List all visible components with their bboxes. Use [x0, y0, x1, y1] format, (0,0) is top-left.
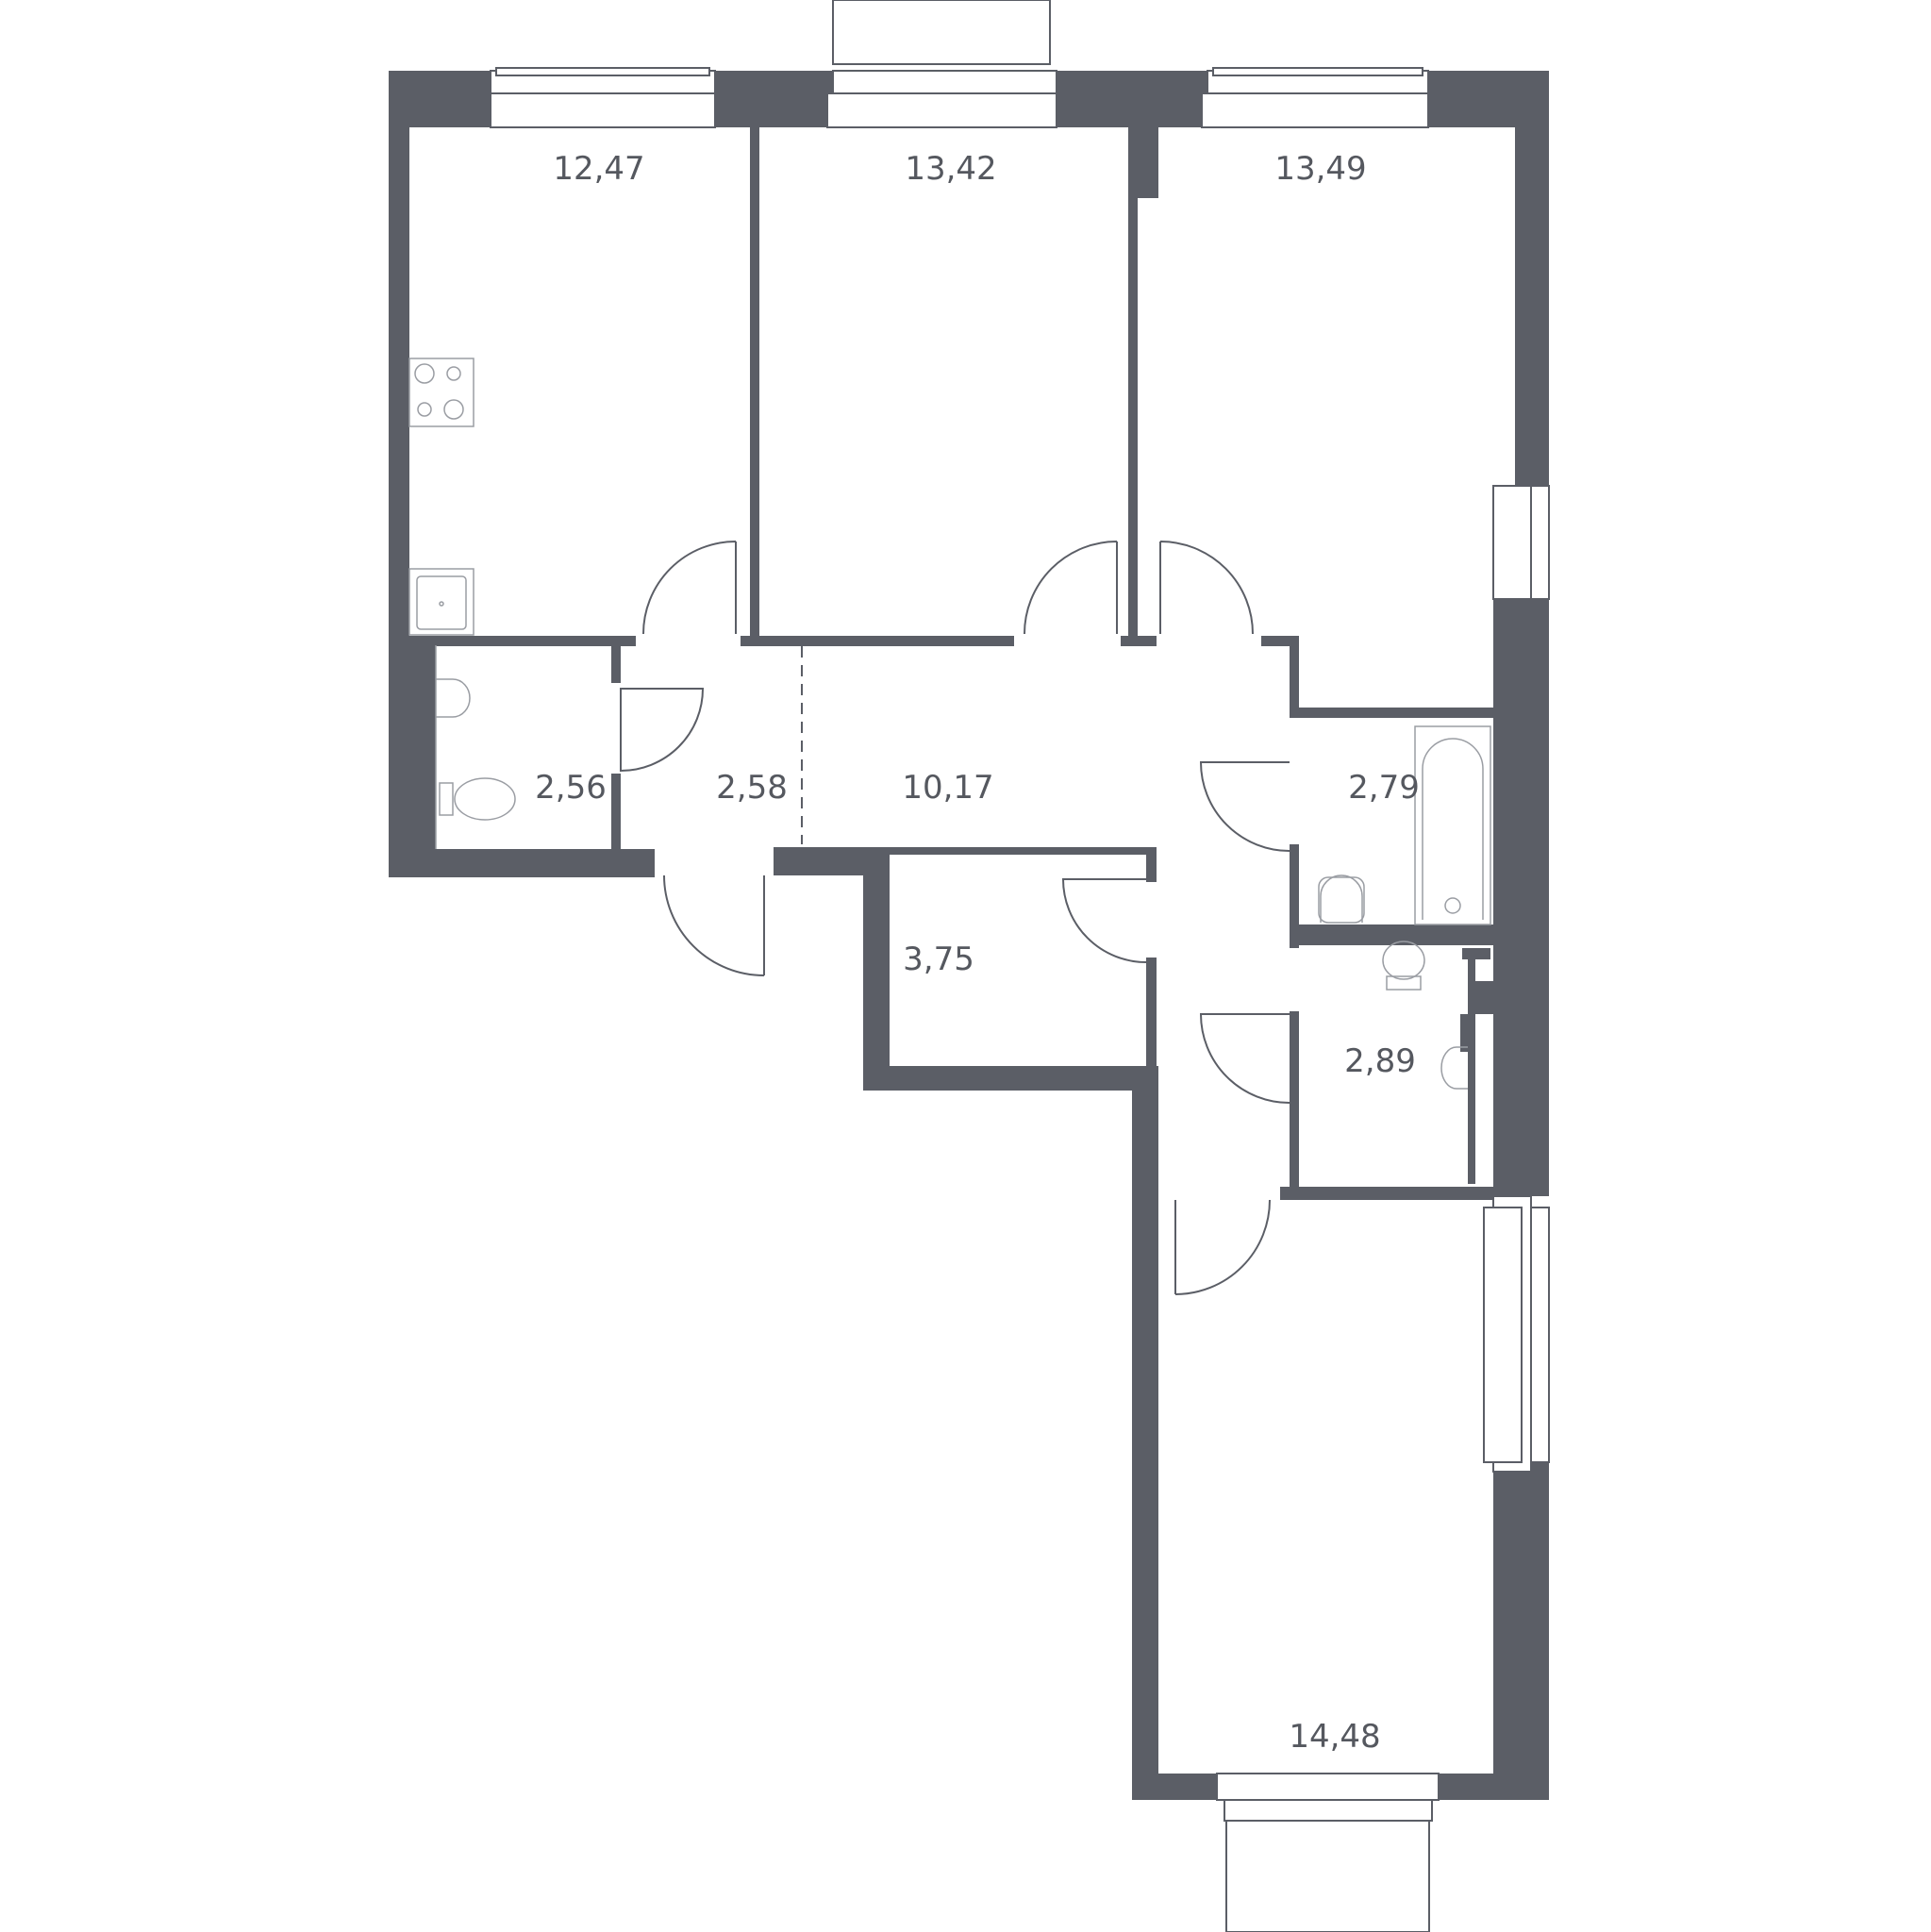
door-swing-icon — [642, 541, 737, 635]
window-icon — [490, 67, 716, 128]
room-area-bathroom: 2,79 — [1348, 769, 1420, 807]
room-area-kitchen: 12,47 — [553, 150, 644, 188]
door-swing-icon — [1024, 541, 1118, 635]
room-area-entrance: 2,58 — [716, 769, 788, 807]
toilet-icon — [1382, 941, 1425, 991]
room-area-storage: 3,75 — [903, 941, 974, 978]
stove-icon — [408, 358, 474, 427]
door-swing-icon — [1061, 878, 1147, 963]
room-labels: 12,47 13,42 13,49 2,56 2,58 10,17 2,79 3… — [535, 150, 1420, 1756]
interior-walls — [409, 123, 1496, 1200]
window-icon — [1201, 67, 1429, 128]
bathtub-icon — [1414, 725, 1491, 925]
wc-fixtures — [435, 645, 516, 849]
window-icon — [826, 0, 1057, 128]
sink-icon — [408, 568, 474, 636]
room-area-toilet: 2,89 — [1344, 1042, 1416, 1080]
room-area-bedroom-2: 13,49 — [1274, 150, 1366, 188]
bathroom-fixtures — [1318, 725, 1491, 925]
window-icon — [1483, 1195, 1550, 1473]
door-swing-icon — [1199, 761, 1290, 852]
kitchen-fixtures — [408, 358, 474, 636]
room-area-living-room: 14,48 — [1289, 1718, 1380, 1756]
washbasin-icon — [1318, 874, 1365, 924]
window-icon — [1492, 485, 1550, 600]
room-area-hall: 10,17 — [902, 769, 993, 807]
window-icon — [1216, 1773, 1440, 1932]
toilet-icon — [439, 777, 516, 821]
door-swing-icon — [663, 874, 765, 976]
door-swing-icon — [1159, 541, 1254, 635]
door-swing-icon — [620, 688, 705, 773]
windows — [490, 0, 1550, 1932]
room-area-wc: 2,56 — [535, 769, 607, 807]
door-swing-icon — [1199, 1013, 1290, 1104]
washbasin-icon — [436, 678, 471, 718]
washbasin-icon — [1440, 1046, 1468, 1090]
door-swing-icon — [1174, 1199, 1271, 1295]
doors — [620, 541, 1290, 1295]
room-area-bedroom-1: 13,42 — [905, 150, 996, 188]
toilet-fixtures — [1382, 941, 1468, 1090]
